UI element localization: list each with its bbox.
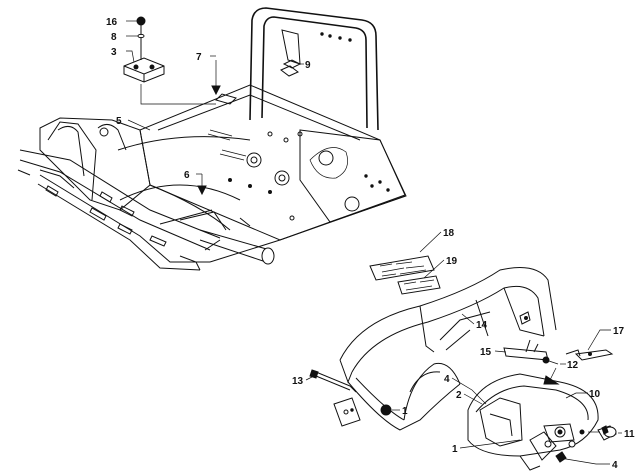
callout-13: 13	[292, 376, 304, 387]
callout-16: 16	[106, 17, 118, 28]
callout-4-bottom: 4	[612, 460, 618, 471]
nut-icon	[380, 404, 392, 416]
callout-10: 10	[589, 389, 601, 400]
washer-icon	[137, 33, 145, 39]
callout-1-left: 1	[402, 406, 408, 417]
callout-17: 17	[613, 326, 625, 337]
callout-2: 2	[456, 390, 462, 401]
callout-3: 3	[111, 47, 117, 58]
chaincase-assembly	[467, 367, 617, 471]
callout-4-top: 4	[444, 374, 450, 385]
callout-19: 19	[446, 256, 458, 267]
leader-lines	[126, 20, 622, 465]
callout-6: 6	[184, 170, 190, 181]
callout-15: 15	[480, 347, 492, 358]
fasteners	[197, 59, 304, 196]
decals	[369, 255, 441, 295]
callout-7: 7	[196, 52, 202, 63]
callout-18: 18	[443, 228, 455, 239]
callout-9: 9	[305, 60, 311, 71]
callout-11: 11	[624, 429, 635, 440]
chassis-assembly	[17, 7, 407, 271]
callout-numbers: 16 8 3 7 9 5 6 18 19 14 17 15 12 13 1 4 …	[106, 17, 635, 471]
nut-icon	[136, 16, 146, 26]
belly-pan	[333, 267, 557, 431]
mounting-block-assembly	[123, 16, 216, 105]
callout-5: 5	[116, 116, 122, 127]
callout-1-bottom: 1	[452, 444, 458, 455]
callout-14: 14	[476, 320, 488, 331]
brackets	[503, 339, 614, 365]
bolt-13	[309, 369, 351, 391]
callout-12: 12	[567, 360, 579, 371]
callout-8: 8	[111, 32, 117, 43]
